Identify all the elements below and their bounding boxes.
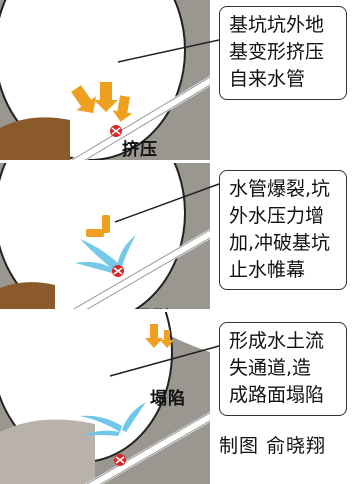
panel-burst: 爆裂 <box>0 163 210 309</box>
pipe-break-icon <box>110 125 122 137</box>
panel-collapse: 塌陷 <box>0 312 210 484</box>
label-burst: 爆裂 <box>134 303 170 309</box>
callout-line: 成路面塌陷 <box>229 384 325 406</box>
callout-line: 水管爆裂,坑 <box>229 178 331 200</box>
pressure-arrow-icon <box>86 215 110 237</box>
callout-line: 加,冲破基坑 <box>229 232 331 254</box>
panel-squeeze: 挤压 <box>0 0 210 160</box>
callout-line: 外水压力增 <box>229 205 325 227</box>
callout-line: 止水帷幕 <box>229 259 306 281</box>
pipe-break-icon <box>114 454 126 466</box>
collapse-arrow-icon <box>145 324 174 348</box>
water-jet-icon <box>80 402 146 436</box>
soil-deposit <box>0 282 55 309</box>
pressure-arrow-icon <box>71 82 133 122</box>
panel-divider <box>0 160 210 163</box>
callout-squeeze: 基坑坑外地 基变形挤压 自来水管 <box>219 6 347 100</box>
callout-line: 基变形挤压 <box>229 41 325 63</box>
callout-burst: 水管爆裂,坑 外水压力增 加,冲破基坑 止水帷幕 <box>219 170 347 290</box>
callout-line: 失通道,造 <box>229 357 312 379</box>
soil-deposit <box>0 419 95 484</box>
soil-deposit <box>0 117 70 160</box>
panel-divider <box>0 309 210 312</box>
callout-collapse: 形成水土流 失通道,造 成路面塌陷 <box>219 322 347 416</box>
burst-illustration <box>0 163 210 309</box>
water-pipe <box>71 228 210 309</box>
callout-line: 自来水管 <box>229 68 306 90</box>
callout-line: 形成水土流 <box>229 330 325 352</box>
credit-text: 制图 俞晓翔 <box>219 435 327 457</box>
label-collapse: 塌陷 <box>150 389 186 409</box>
callout-line: 基坑坑外地 <box>229 14 325 36</box>
water-pipe <box>84 411 210 484</box>
label-squeeze: 挤压 <box>122 140 158 160</box>
pipe-break-icon <box>112 265 124 277</box>
water-pipe <box>69 75 210 160</box>
squeeze-illustration <box>0 0 210 160</box>
water-jet-icon <box>75 235 136 273</box>
